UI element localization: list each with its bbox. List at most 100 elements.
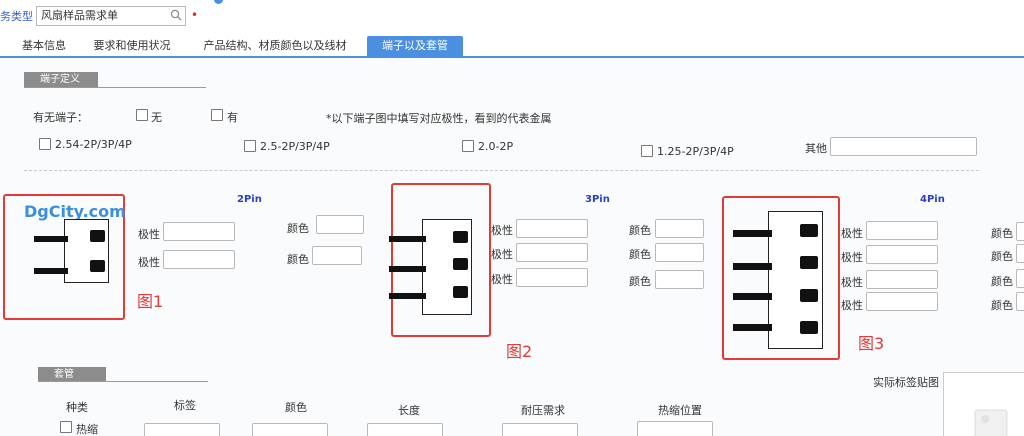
pin-contact xyxy=(800,256,818,269)
3pin-color-3-input[interactable] xyxy=(655,270,704,289)
pin-contact xyxy=(800,321,818,334)
pitch-125-label: 1.25-2P/3P/4P xyxy=(657,145,734,158)
sleeve-heat-shrink-position-input[interactable] xyxy=(637,421,713,436)
connector-2pin-housing xyxy=(64,219,109,283)
2pin-polarity-2-input[interactable] xyxy=(163,250,235,269)
other-input[interactable] xyxy=(830,137,977,156)
color-label: 颜色 xyxy=(991,299,1013,312)
label-image-title: 实际标签贴图 xyxy=(873,376,939,389)
sleeve-label-input[interactable] xyxy=(144,423,220,436)
checkbox-pitch-254[interactable] xyxy=(39,138,51,150)
wire-lead xyxy=(733,324,772,331)
polarity-label: 极性 xyxy=(841,251,863,264)
notification-dot-icon xyxy=(214,0,223,4)
column-header-color: 颜色 xyxy=(285,401,307,414)
4pin-polarity-1-input[interactable] xyxy=(866,221,938,240)
tab-structure[interactable]: 产品结构、材质颜色以及线材 xyxy=(203,39,347,52)
4pin-color-2-input[interactable] xyxy=(1016,244,1024,263)
polarity-label: 极性 xyxy=(491,224,513,237)
2pin-polarity-1-input[interactable] xyxy=(163,222,235,241)
3pin-color-2-input[interactable] xyxy=(655,243,704,262)
wire-lead xyxy=(34,268,68,274)
pin-contact xyxy=(90,230,105,242)
checkbox-yes[interactable] xyxy=(211,109,223,121)
pitch-20-label: 2.0-2P xyxy=(478,140,514,153)
divider xyxy=(24,170,979,171)
4pin-title: 4Pin xyxy=(920,194,945,205)
checkbox-pitch-125[interactable] xyxy=(641,145,653,157)
figure-3-label: 图3 xyxy=(858,334,885,353)
3pin-polarity-3-input[interactable] xyxy=(516,268,588,287)
2pin-color-2-input[interactable] xyxy=(312,246,362,265)
wire-lead xyxy=(34,236,68,242)
section-underline xyxy=(24,87,206,88)
polarity-label: 极性 xyxy=(491,273,513,286)
checkbox-pitch-25[interactable] xyxy=(244,140,256,152)
figure-2-label: 图2 xyxy=(506,342,533,361)
image-placeholder-icon xyxy=(974,409,1008,436)
terminal-note: *以下端子图中填写对应极性，看到的代表金属 xyxy=(326,112,552,125)
2pin-title: 2Pin xyxy=(237,194,262,205)
4pin-polarity-4-input[interactable] xyxy=(866,292,938,311)
business-type-input[interactable]: 风扇样品需求单 xyxy=(36,6,186,26)
4pin-color-1-input[interactable] xyxy=(1016,222,1024,241)
color-label: 颜色 xyxy=(991,250,1013,263)
tab-terminals[interactable]: 端子以及套管 xyxy=(367,36,463,56)
polarity-label: 极性 xyxy=(138,228,160,241)
wire-lead xyxy=(389,236,426,242)
polarity-label: 极性 xyxy=(841,299,863,312)
tab-requirements[interactable]: 要求和使用状况 xyxy=(93,39,171,52)
2pin-color-1-input[interactable] xyxy=(316,215,364,234)
sleeve-color-input[interactable] xyxy=(252,423,328,436)
color-label: 颜色 xyxy=(629,275,651,288)
section-title-sleeve: 套管 xyxy=(38,367,106,382)
color-label: 颜色 xyxy=(287,253,309,266)
3pin-color-1-input[interactable] xyxy=(655,219,704,238)
4pin-polarity-3-input[interactable] xyxy=(866,270,938,289)
has-terminal-label: 有无端子： xyxy=(33,111,88,124)
pin-contact xyxy=(453,258,468,270)
4pin-polarity-2-input[interactable] xyxy=(866,245,938,264)
wire-lead xyxy=(733,293,772,300)
polarity-label: 极性 xyxy=(138,256,160,269)
color-label: 颜色 xyxy=(991,275,1013,288)
pitch-254-label: 2.54-2P/3P/4P xyxy=(55,138,132,151)
pin-contact xyxy=(800,224,818,237)
content-panel xyxy=(0,58,1024,436)
tab-bar: 基本信息 要求和使用状况 产品结构、材质颜色以及线材 端子以及套管 xyxy=(0,36,1024,58)
option-yes-label: 有 xyxy=(227,111,238,124)
color-label: 颜色 xyxy=(287,222,309,235)
business-type-label: 务类型 xyxy=(0,10,33,23)
option-none-label: 无 xyxy=(151,111,162,124)
section-title-terminal: 端子定义 xyxy=(24,72,98,87)
4pin-color-4-input[interactable] xyxy=(1016,292,1024,311)
4pin-color-3-input[interactable] xyxy=(1016,269,1024,288)
column-header-voltage: 耐压需求 xyxy=(521,404,565,417)
pin-contact xyxy=(453,286,468,298)
checkbox-none[interactable] xyxy=(136,109,148,121)
sleeve-voltage-input[interactable] xyxy=(502,423,578,436)
3pin-polarity-2-input[interactable] xyxy=(516,243,588,262)
polarity-label: 极性 xyxy=(491,248,513,261)
3pin-polarity-1-input[interactable] xyxy=(516,219,588,238)
other-label: 其他 xyxy=(805,142,827,155)
pin-contact xyxy=(90,260,105,272)
tab-basic-info[interactable]: 基本信息 xyxy=(22,39,66,52)
column-header-length: 长度 xyxy=(398,404,420,417)
section-underline xyxy=(38,381,208,382)
figure-2-highlight xyxy=(391,183,491,337)
color-label: 颜色 xyxy=(991,227,1013,240)
label-image-upload[interactable] xyxy=(943,372,1024,436)
figure-1-label: 图1 xyxy=(137,292,164,311)
checkbox-pitch-20[interactable] xyxy=(462,140,474,152)
wire-lead xyxy=(389,293,426,299)
figure-1-highlight xyxy=(3,194,125,320)
figure-3-highlight xyxy=(722,196,840,360)
search-icon[interactable] xyxy=(170,9,182,21)
checkbox-heat-shrink[interactable] xyxy=(60,421,72,433)
heat-shrink-label: 热缩 xyxy=(76,423,98,436)
wire-lead xyxy=(389,266,426,272)
sleeve-length-input[interactable] xyxy=(367,423,443,436)
3pin-title: 3Pin xyxy=(585,194,610,205)
required-mark: • xyxy=(191,8,199,22)
